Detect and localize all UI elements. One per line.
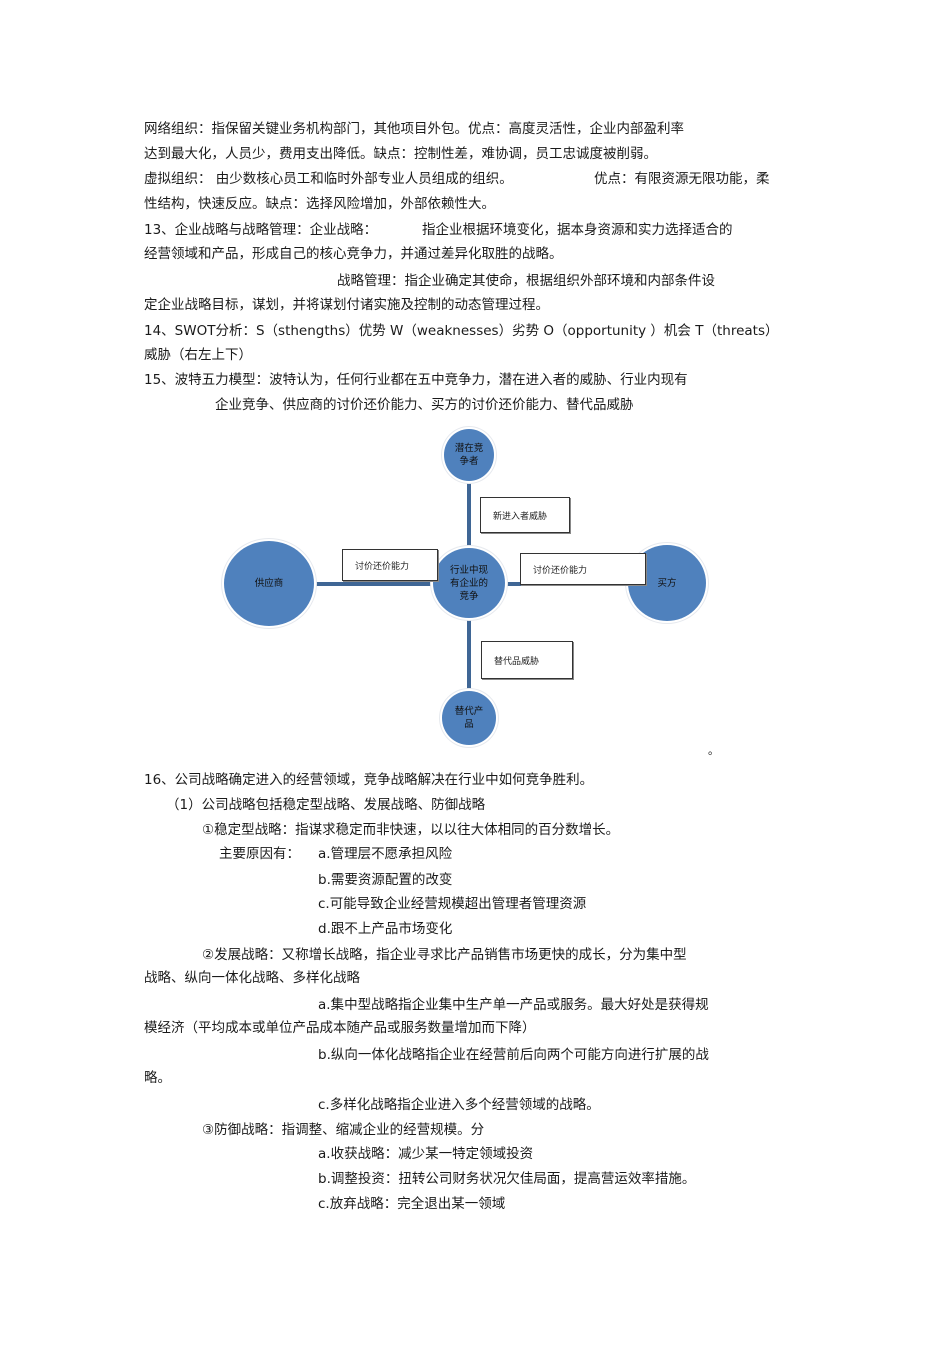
network-org-line-1: 网络组织：指保留关键业务机构部门，其他项目外包。优点：高度灵活性，企业内部盈利率 (144, 121, 684, 137)
node-buyers-label: 买方 (657, 577, 677, 589)
growth-strategy-heading-1: ②发展战略：又称增长战略，指企业寻求比产品销售市场更快的成长，分为集中型 (202, 947, 687, 963)
growth-c-line-1: c.多样化战略指企业进入多个经营领域的战略。 (318, 1097, 600, 1113)
label-supplier-bargaining-text: 讨价还价能力 (355, 561, 410, 572)
label-substitute-threat-text: 替代品威胁 (494, 656, 540, 667)
stable-reason-b: b.需要资源配置的改变 (318, 872, 453, 888)
section-14-line-2: 威胁（右左上下） (144, 347, 252, 363)
growth-b-line-2: 略。 (144, 1070, 171, 1086)
node-substitutes-label: 替代产 品 (454, 706, 484, 730)
growth-strategy-heading-2: 战略、纵向一体化战略、多样化战略 (144, 970, 360, 986)
stable-strategy-heading: ①稳定型战略：指谋求稳定而非快速，以以往大体相同的百分数增长。 (202, 822, 620, 838)
virtual-org-line-1a: 虚拟组织： 由少数核心员工和临时外部专业人员组成的组织。 (144, 171, 513, 187)
node-suppliers-label: 供应商 (254, 578, 284, 589)
node-substitutes: 替代产 品 (442, 691, 496, 745)
section-13-line-1b: 指企业根据环境变化，据本身资源和实力选择适合的 (422, 222, 733, 238)
connector-top (467, 480, 471, 550)
growth-a-line-2: 模经济（平均成本或单位产品成本随产品或服务数量增加而下降） (144, 1020, 536, 1036)
section-13-line-3: 战略管理：指企业确定其使命，根据组织外部环境和内部条件设 (337, 273, 715, 289)
defensive-item-c: c.放弃战略：完全退出某一领域 (318, 1196, 506, 1212)
connector-bottom (467, 617, 471, 692)
label-buyer-bargaining-text: 讨价还价能力 (533, 565, 588, 576)
growth-a-line-1: a.集中型战略指企业集中生产单一产品或服务。最大好处是获得规 (318, 997, 709, 1013)
diagram-trailing-period: 。 (708, 744, 719, 757)
label-new-entrant-threat-text: 新进入者威胁 (493, 511, 548, 522)
label-substitute-threat: 替代品威胁 (481, 641, 573, 679)
defensive-item-b: b.调整投资：扭转公司财务状况欠佳局面，提高营运效率措施。 (318, 1171, 696, 1187)
defensive-item-a: a.收获战略：减少某一特定领域投资 (318, 1146, 534, 1162)
section-13-line-4: 定企业战略目标，谋划，并将谋划付诸实施及控制的动态管理过程。 (144, 297, 549, 313)
growth-b-line-1: b.纵向一体化战略指企业在经营前后向两个可能方向进行扩展的战 (318, 1047, 709, 1063)
virtual-org-line-2: 性结构，快速反应。缺点：选择风险增加，外部依赖性大。 (144, 196, 495, 212)
node-industry-rivalry: 行业中现 有企业的 竞争 (433, 548, 505, 618)
section-13-line-1a: 13、企业战略与战略管理：企业战略： (144, 222, 378, 238)
node-industry-rivalry-label: 行业中现 有企业的 竞争 (449, 564, 488, 602)
label-new-entrant-threat: 新进入者威胁 (480, 497, 570, 533)
node-potential-entrants-label: 潜在竞 争者 (454, 443, 484, 467)
virtual-org-line-1b: 优点：有限资源无限功能，柔 (594, 171, 770, 187)
defensive-strategy-heading: ③防御战略：指调整、缩减企业的经营规模。分 (202, 1122, 485, 1138)
network-org-line-2: 达到最大化，人员少，费用支出降低。缺点：控制性差，难协调，员工忠诚度被削弱。 (144, 146, 657, 162)
label-supplier-bargaining: 讨价还价能力 (342, 549, 438, 581)
section-15-line-1: 15、波特五力模型：波特认为，任何行业都在五中竞争力，潜在进入者的威胁、行业内现… (144, 372, 688, 388)
node-potential-entrants: 潜在竞 争者 (444, 429, 494, 481)
section-14-line-1: 14、SWOT分析：S（sthengths）优势 W（weaknesses）劣势… (144, 323, 779, 339)
node-suppliers: 供应商 (224, 541, 314, 626)
stable-reason-a: a.管理层不愿承担风险 (318, 846, 453, 862)
stable-reason-d: d.跟不上产品市场变化 (318, 921, 453, 937)
section-15-line-2: 企业竞争、供应商的讨价还价能力、买方的讨价还价能力、替代品威胁 (215, 397, 634, 413)
section-16-sub-1: （1）公司战略包括稳定型战略、发展战略、防御战略 (166, 797, 486, 813)
label-buyer-bargaining: 讨价还价能力 (520, 553, 646, 585)
section-16-title: 16、公司战略确定进入的经营领域，竞争战略解决在行业中如何竞争胜利。 (144, 772, 594, 788)
connector-left (313, 582, 435, 586)
section-13-line-2: 经营领域和产品，形成自己的核心竞争力，并通过差异化取胜的战略。 (144, 246, 563, 262)
stable-reason-c: c.可能导致企业经营规模超出管理者管理资源 (318, 896, 587, 912)
stable-reasons-label: 主要原因有： (219, 846, 300, 862)
